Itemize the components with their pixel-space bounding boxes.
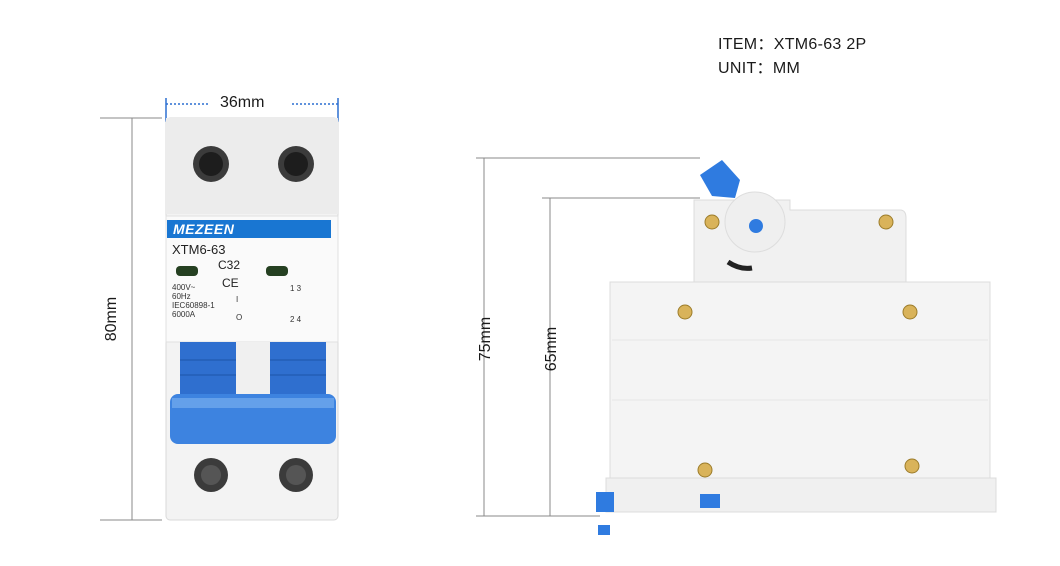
spec-line-2: 60Hz bbox=[172, 292, 191, 301]
ce-mark: CE bbox=[222, 276, 239, 290]
unit-spec: UNIT：MM bbox=[718, 60, 801, 77]
side-lever bbox=[700, 160, 740, 198]
height-dimension-line bbox=[100, 117, 162, 521]
brand-label: MEZEEN bbox=[167, 220, 331, 238]
right-indicator bbox=[266, 266, 288, 276]
depth-total-label: 75mm bbox=[477, 316, 494, 362]
switch-off-symbol: O bbox=[236, 313, 243, 322]
right-handle bbox=[270, 342, 326, 400]
spec-line-3: IEC60898-1 bbox=[172, 301, 215, 310]
width-label: 36mm bbox=[220, 94, 265, 111]
height-label: 80mm bbox=[103, 296, 120, 342]
breaker-side-body bbox=[596, 160, 997, 535]
left-indicator bbox=[176, 266, 198, 276]
item-spec: ITEM：XTM6-63 2P bbox=[718, 36, 867, 53]
left-handle bbox=[180, 342, 236, 400]
breaker-front-body bbox=[165, 117, 339, 521]
spec-line-4: 6000A bbox=[172, 310, 196, 319]
terminal-top-label: 1 3 bbox=[290, 284, 302, 293]
rating-label: C32 bbox=[218, 258, 241, 272]
spec-line-1: 400V~ bbox=[172, 283, 196, 292]
model-label: XTM6-63 bbox=[172, 242, 226, 257]
depth-dimension-lines bbox=[476, 157, 700, 517]
depth-body-label: 65mm bbox=[543, 326, 560, 372]
switch-on-symbol: I bbox=[236, 295, 239, 304]
terminal-bottom-label: 2 4 bbox=[290, 315, 302, 324]
